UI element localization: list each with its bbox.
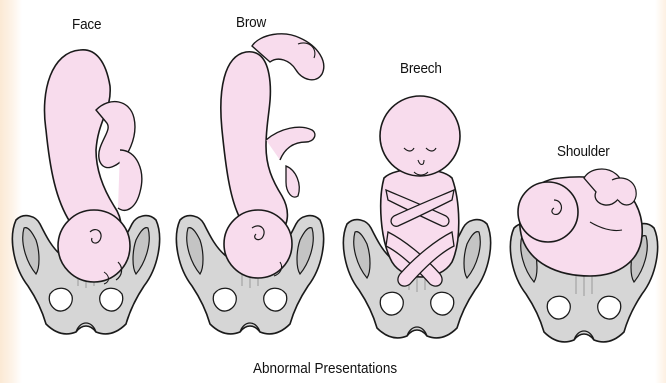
- brow-presentation-group: [176, 34, 323, 334]
- figure-caption: Abnormal Presentations: [253, 360, 397, 377]
- face-presentation-group: [12, 50, 159, 334]
- breech-presentation-group: [343, 96, 490, 338]
- shoulder-presentation-group: [510, 169, 657, 342]
